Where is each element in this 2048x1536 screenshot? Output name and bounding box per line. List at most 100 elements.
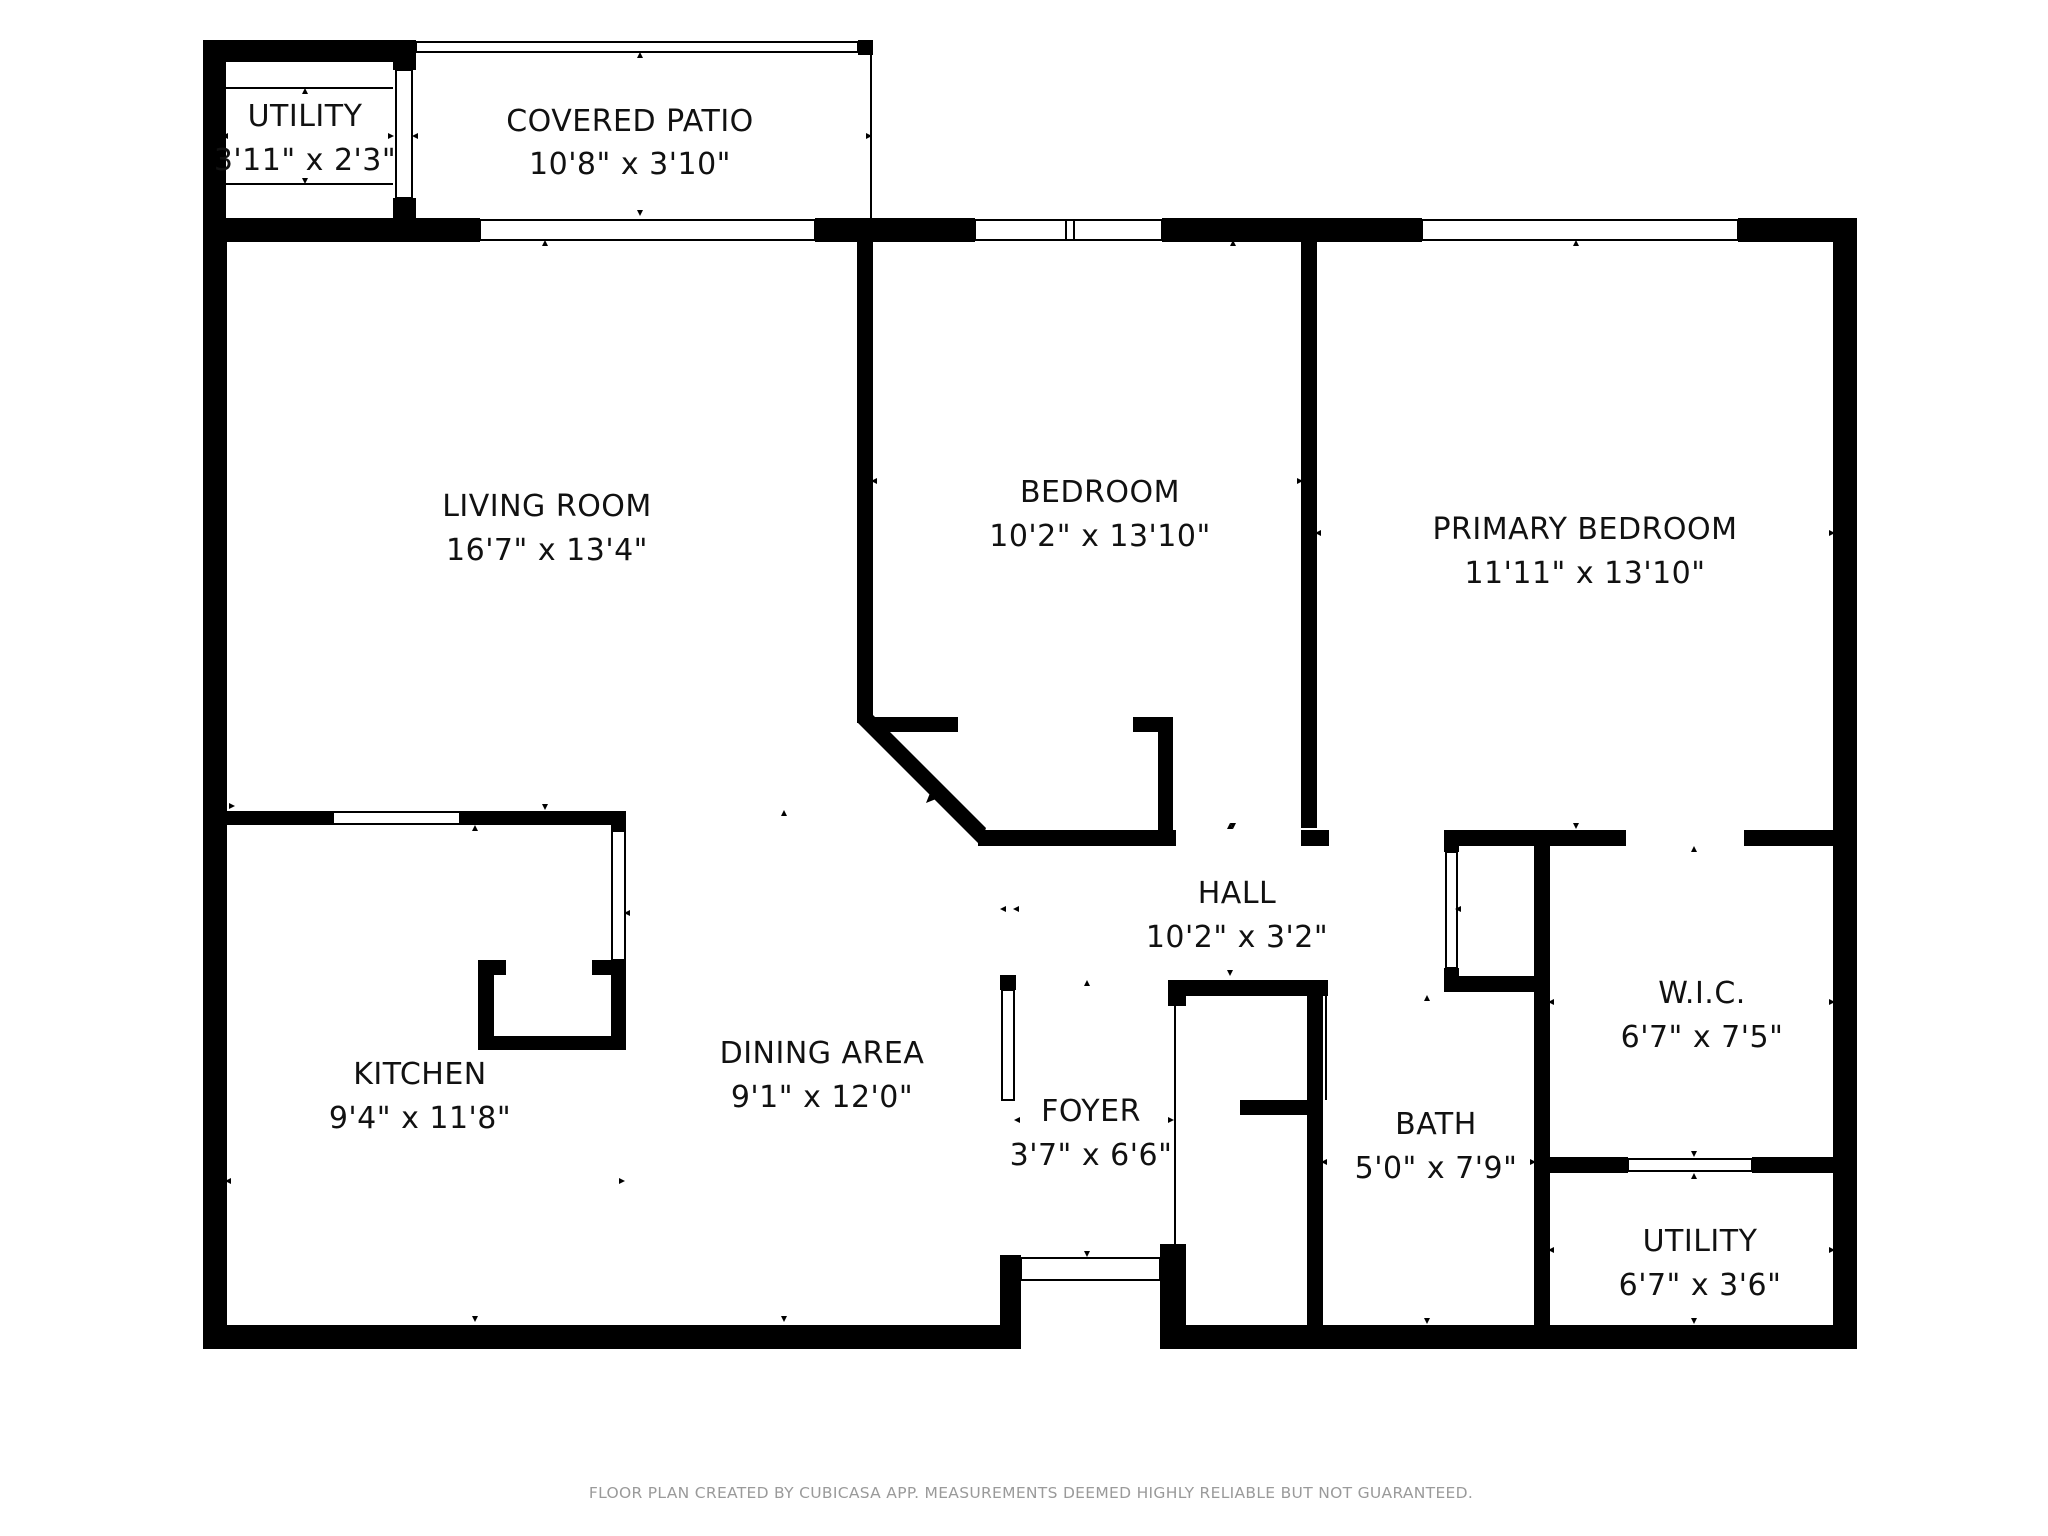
room-dim-bedroom: 10'2" x 13'10" — [989, 519, 1211, 554]
wall-foyer-left-lower — [1000, 1255, 1021, 1349]
arrow-icon — [1530, 1159, 1536, 1165]
arrow-icon — [1691, 1173, 1697, 1179]
arrow-icon — [871, 478, 877, 484]
wall-utility-left — [203, 40, 226, 242]
arrow-icon — [1548, 1247, 1554, 1253]
wall-bath-top — [1168, 980, 1328, 996]
window-bedroom — [974, 219, 1163, 241]
window-patio-top — [415, 41, 859, 53]
wall-top-primary-right — [1738, 218, 1850, 242]
arrow-icon — [1424, 995, 1430, 1001]
wall-patio-top-right-post — [858, 40, 873, 55]
wall-bath-top-right — [1444, 830, 1544, 846]
arrow-icon — [619, 1178, 625, 1184]
wall-top-living-right — [815, 218, 975, 242]
room-name-bedroom: BEDROOM — [1020, 475, 1180, 510]
wall-kitchen-island-left — [478, 960, 494, 1050]
room-name-primary-bedroom: PRIMARY BEDROOM — [1432, 512, 1737, 547]
room-dim-covered-patio: 10'8" x 3'10" — [529, 147, 731, 182]
arrow-icon — [1000, 906, 1006, 912]
wall-utility-top — [203, 40, 413, 62]
wall-bedroom-right-stub — [1301, 830, 1329, 846]
room-dim-hall: 10'2" x 3'2" — [1146, 920, 1328, 955]
arrow-icon — [1084, 980, 1090, 986]
wall-foyer-right-lower — [1160, 1244, 1186, 1349]
room-dim-utility-bottom: 6'7" x 3'6" — [1619, 1268, 1782, 1303]
arrow-icon — [1424, 1318, 1430, 1324]
window-kitchen — [332, 811, 461, 825]
arrow-icon — [637, 52, 643, 58]
door-bath — [1445, 851, 1458, 969]
arrow-icon — [1013, 906, 1019, 912]
arrow-icon — [1168, 1117, 1174, 1123]
wall-bottom-right — [1162, 1325, 1857, 1349]
arrow-icon — [302, 88, 308, 94]
room-dim-foyer: 3'7" x 6'6" — [1010, 1138, 1173, 1173]
arrow-icon — [1691, 846, 1697, 852]
arrow-icon — [412, 133, 418, 139]
wall-right — [1833, 218, 1857, 1349]
wall-kitchen-right-lower — [611, 960, 626, 1050]
arrow-icon — [1227, 823, 1233, 829]
opening-kitchen-right — [611, 830, 626, 961]
room-dim-dining-area: 9'1" x 12'0" — [731, 1080, 913, 1115]
wall-kitchen-island-top — [478, 960, 506, 975]
arrow-icon — [1315, 530, 1321, 536]
wall-bedroom-right — [1301, 218, 1317, 828]
arrow-icon — [1573, 823, 1579, 829]
window-foyer-left — [1001, 989, 1015, 1101]
wall-bedroom-left — [857, 218, 873, 723]
room-name-bath: BATH — [1395, 1107, 1477, 1142]
room-name-foyer: FOYER — [1041, 1094, 1141, 1129]
arrow-icon — [637, 210, 643, 216]
arrow-icon — [781, 810, 787, 816]
arrow-icon — [302, 178, 308, 184]
door-utility-right — [395, 69, 413, 199]
arrow-icon — [222, 133, 228, 139]
arrow-icon — [1297, 478, 1303, 484]
wall-kitchen-top-right — [460, 811, 626, 825]
wall-kitchen-top-left — [227, 811, 333, 825]
wall-closet-shelf — [1240, 1100, 1310, 1115]
wall-top-bedroom-right — [1162, 218, 1422, 242]
wall-bath-shelf — [1444, 976, 1544, 992]
room-name-utility-top: UTILITY — [248, 99, 363, 134]
arrow-icon — [1573, 240, 1579, 246]
arrow-icon — [624, 910, 630, 916]
wall-utility-top-right — [1752, 1157, 1850, 1173]
room-dim-kitchen: 9'4" x 11'8" — [329, 1101, 511, 1136]
arrow-icon — [1691, 1151, 1697, 1157]
wall-bedroom-closet-top-left — [873, 717, 958, 732]
arrow-icon — [1829, 999, 1835, 1005]
wall-bedroom-bottom — [978, 830, 1176, 846]
wall-wic-top-right — [1744, 830, 1850, 846]
arrow-icon — [1230, 240, 1236, 246]
arrow-icon — [1455, 906, 1461, 912]
wall-bath-top-left-stub — [1444, 830, 1459, 852]
arrow-icon — [542, 240, 548, 246]
room-name-dining-area: DINING AREA — [720, 1036, 925, 1071]
room-dim-wic: 6'7" x 7'5" — [1621, 1020, 1784, 1055]
arrow-icon — [542, 804, 548, 810]
arrow-icon — [388, 133, 394, 139]
wall-top-living-left — [203, 218, 480, 242]
window-primary — [1421, 219, 1739, 241]
arrow-icon — [1230, 823, 1236, 829]
wall-wic-top-left — [1534, 830, 1626, 846]
arrow-icon — [229, 803, 235, 809]
door-foyer-entry — [1020, 1257, 1161, 1281]
arrow-icon — [225, 1178, 231, 1184]
room-dim-utility-top: 3'11" x 2'3" — [214, 143, 396, 178]
arrow-icon — [926, 793, 936, 803]
room-dim-bath: 5'0" x 7'9" — [1355, 1151, 1518, 1186]
arrow-icon — [1084, 1251, 1090, 1257]
door-living-patio — [479, 219, 816, 241]
room-name-kitchen: KITCHEN — [353, 1057, 487, 1092]
walls — [203, 40, 1857, 1349]
wall-kitchen-island-bottom — [478, 1036, 626, 1050]
wall-kitchen-island-top-right — [592, 960, 626, 975]
wall-bath-right — [1534, 838, 1550, 1335]
wall-utility-top-left — [1534, 1157, 1628, 1173]
arrow-icon — [781, 1316, 787, 1322]
